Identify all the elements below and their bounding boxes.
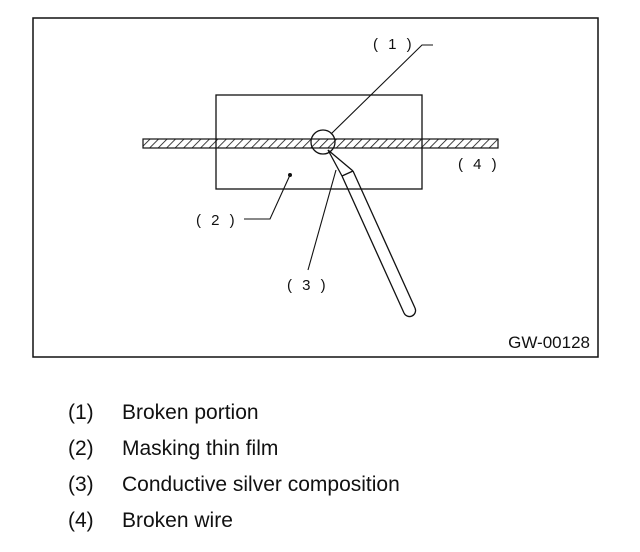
legend-item: (1) Broken portion (68, 398, 400, 434)
callout-1: ( 1 ) (373, 36, 415, 53)
leader-dot-2 (288, 173, 292, 177)
callout-3: ( 3 ) (287, 277, 329, 294)
legend-list: (1) Broken portion (2) Masking thin film (… (68, 398, 400, 542)
legend-text: Conductive silver composition (122, 473, 400, 496)
legend-text: Broken wire (122, 509, 233, 532)
leader-line-3 (307, 169, 337, 271)
callout-4: ( 4 ) (458, 156, 500, 173)
legend-number: (1) (68, 401, 94, 424)
legend-item: (2) Masking thin film (68, 434, 400, 470)
broken-wire (142, 138, 499, 149)
legend-item: (3) Conductive silver composition (68, 470, 400, 506)
legend-number: (3) (68, 473, 94, 496)
broken-portion-circle (310, 129, 336, 155)
legend-text: Masking thin film (122, 437, 279, 460)
legend-text: Broken portion (122, 401, 259, 424)
legend-number: (4) (68, 509, 94, 532)
callout-2: ( 2 ) (196, 212, 238, 229)
figure-code: GW-00128 (508, 333, 590, 352)
repair-diagram: ( 1 ) ( 2 ) ( 3 ) ( 4 ) GW-00128 (32, 17, 599, 358)
legend-item: (4) Broken wire (68, 506, 400, 542)
leader-line-2 (244, 174, 291, 220)
leader-line-1 (330, 44, 433, 135)
applicator-brush (327, 149, 417, 318)
legend-number: (2) (68, 437, 94, 460)
